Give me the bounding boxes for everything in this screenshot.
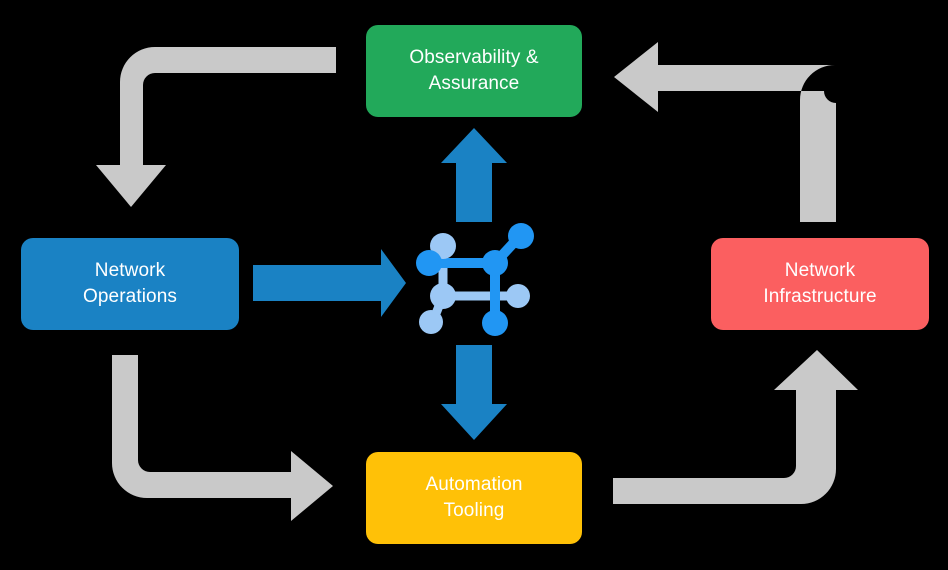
node-network-operations-label: Network Operations	[83, 259, 177, 307]
arrow-infrastructure-to-observability	[614, 42, 836, 222]
arrow-operations-to-center	[253, 249, 406, 317]
node-network-infrastructure-label: Network Infrastructure	[763, 259, 877, 307]
network-icon-nodes	[416, 223, 534, 336]
node-automation-tooling[interactable]: Automation Tooling	[366, 452, 582, 544]
arrow-center-to-automation	[441, 345, 507, 440]
arrow-observability-to-operations	[96, 47, 336, 207]
node-network-infrastructure[interactable]: Network Infrastructure	[711, 238, 929, 330]
arrow-center-to-observability	[441, 128, 507, 222]
node-observability-assurance[interactable]: Observability & Assurance	[366, 25, 582, 117]
arrow-automation-to-infrastructure	[613, 350, 858, 504]
node-observability-assurance-label: Observability & Assurance	[409, 46, 539, 94]
node-network-operations[interactable]: Network Operations	[21, 238, 239, 330]
arrow-operations-to-automation	[112, 355, 333, 521]
node-automation-tooling-label: Automation Tooling	[425, 473, 523, 521]
